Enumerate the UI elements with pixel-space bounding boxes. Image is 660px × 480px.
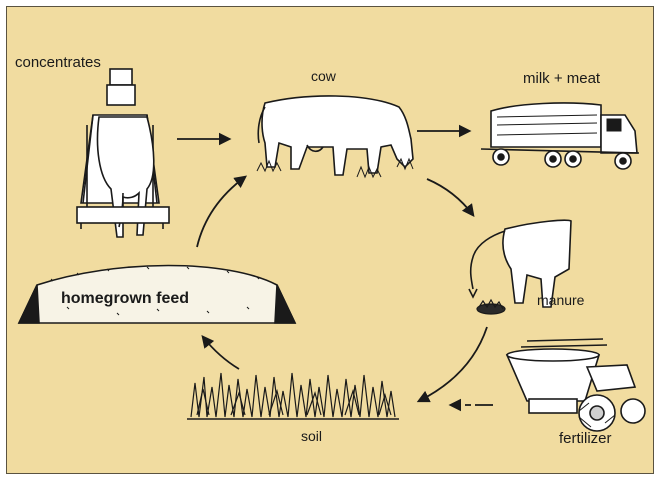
label-fertilizer: fertilizer	[559, 430, 612, 447]
label-milk-meat: milk + meat	[523, 70, 601, 87]
label-homegrown-feed: homegrown feed	[61, 290, 189, 307]
diagram-frame: concentrates cow milk + meat	[6, 6, 654, 474]
label-concentrates: concentrates	[15, 54, 101, 71]
label-cow: cow	[311, 68, 337, 84]
label-soil: soil	[301, 428, 322, 444]
label-manure: manure	[537, 292, 585, 308]
nutrient-cycle-diagram: concentrates cow milk + meat	[7, 7, 653, 473]
